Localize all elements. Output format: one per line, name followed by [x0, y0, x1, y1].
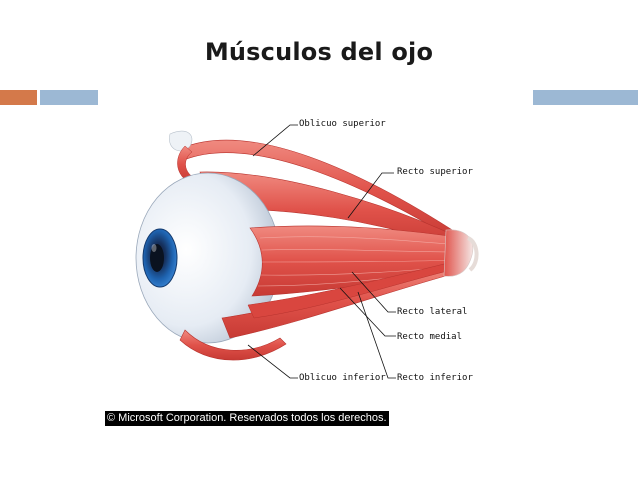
label-recto-superior: Recto superior [397, 167, 473, 177]
accent-bar-blue-right [533, 90, 638, 105]
iris-highlight [151, 244, 157, 252]
label-recto-medial: Recto medial [397, 332, 463, 342]
leader-oblicuo-inferior [247, 344, 298, 379]
trochlea [169, 130, 193, 152]
oblicuo-inferior-muscle [179, 329, 287, 361]
label-oblicuo-inferior: Oblicuo inferior [299, 373, 386, 383]
leader-recto-medial [339, 287, 396, 337]
leader-oblicuo-superior [252, 124, 298, 157]
label-recto-lateral: Recto lateral [397, 307, 468, 317]
slide-title: Músculos del ojo [204, 38, 434, 66]
label-recto-inferior: Recto inferior [397, 373, 473, 383]
optic-nerve [466, 236, 479, 272]
annulus-tendon [443, 229, 474, 277]
pupil [150, 244, 164, 272]
accent-bar-orange [0, 90, 37, 105]
eye-muscles-illustration [135, 124, 479, 379]
label-oblicuo-superior: Oblicuo superior [299, 119, 386, 129]
accent-bar-blue-left [40, 90, 98, 105]
leader-recto-superior [347, 172, 394, 219]
leader-recto-lateral [351, 271, 396, 313]
leader-recto-inferior [357, 291, 396, 379]
copyright-notice: © Microsoft Corporation. Reservados todo… [105, 411, 389, 426]
